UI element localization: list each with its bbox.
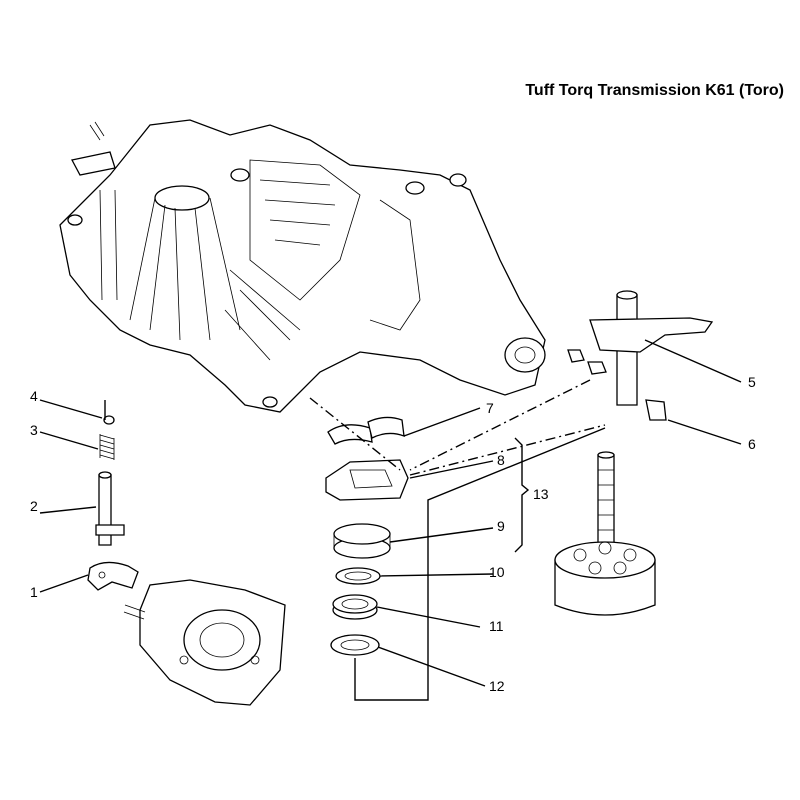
callout-4: 4 — [30, 388, 38, 404]
assembly-lines — [104, 379, 606, 476]
callout-6: 6 — [748, 436, 756, 452]
part-12-ring — [330, 634, 380, 656]
callout-11: 11 — [489, 618, 504, 634]
part-1-slider-block — [87, 561, 139, 591]
part-11-bearing — [332, 594, 378, 620]
part-6-block — [645, 399, 667, 421]
part-10-washer — [335, 567, 381, 585]
callout-10: 10 — [489, 564, 505, 580]
callout-5: 5 — [748, 374, 756, 390]
callout-7: 7 — [486, 400, 494, 416]
callout-1: 1 — [30, 584, 38, 600]
part-9-ring — [333, 523, 391, 559]
leader-lines — [39, 339, 742, 701]
cylinder-block-assembly — [554, 451, 656, 616]
callout-12: 12 — [489, 678, 505, 694]
part-7-bearing-halves — [327, 416, 405, 445]
part-2-shaft — [95, 471, 125, 546]
part-4-washer — [103, 415, 115, 425]
callout-9: 9 — [497, 518, 505, 534]
callout-13: 13 — [533, 486, 549, 502]
part-5-control-arm — [567, 290, 714, 406]
diagram-title: Tuff Torq Transmission K61 (Toro) — [525, 82, 784, 99]
callout-3: 3 — [30, 422, 38, 438]
part-8-swash-plate — [325, 459, 409, 501]
transmission-housing — [59, 119, 546, 413]
pump-housing — [123, 579, 286, 706]
callout-2: 2 — [30, 498, 38, 514]
callout-8: 8 — [497, 452, 505, 468]
part-3-spring — [99, 434, 115, 460]
